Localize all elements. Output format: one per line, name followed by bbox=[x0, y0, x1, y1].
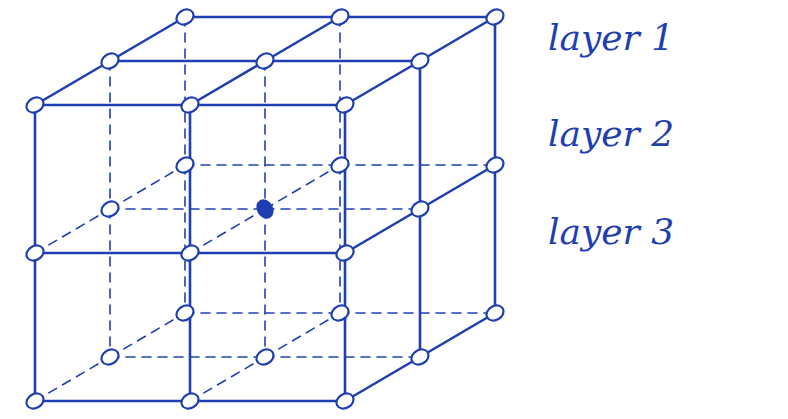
lattice-edge bbox=[190, 61, 265, 105]
hidden-lattice-edge bbox=[339, 165, 341, 313]
lattice-edge bbox=[419, 209, 422, 357]
lattice-atom bbox=[334, 390, 357, 411]
hidden-lattice-edge bbox=[110, 313, 185, 357]
lattice-edge bbox=[34, 253, 37, 401]
hidden-lattice-edge bbox=[265, 208, 420, 210]
hidden-lattice-edge bbox=[339, 17, 341, 165]
lattice-edge bbox=[110, 17, 185, 61]
layer-label: layer 2 bbox=[548, 114, 674, 154]
lattice-atom bbox=[179, 242, 202, 263]
lattice-edge bbox=[265, 17, 340, 61]
lattice-edge bbox=[494, 165, 497, 313]
hidden-lattice-edge bbox=[109, 209, 111, 357]
lattice-edge bbox=[420, 165, 495, 209]
lattice-edge bbox=[190, 400, 345, 403]
lattice-atom bbox=[329, 154, 352, 175]
lattice-atom bbox=[174, 154, 197, 175]
hidden-lattice-edge bbox=[35, 357, 110, 401]
lattice-atom bbox=[99, 198, 122, 219]
lattice-atom bbox=[24, 242, 47, 263]
lattice-atom bbox=[179, 390, 202, 411]
hidden-lattice-edge bbox=[265, 313, 340, 357]
hidden-lattice-edge bbox=[110, 356, 265, 358]
lattice-atom bbox=[174, 6, 197, 27]
lattice-edge bbox=[35, 400, 190, 403]
hidden-lattice-edge bbox=[264, 209, 266, 357]
hidden-lattice-edge bbox=[265, 165, 340, 209]
lattice-edge bbox=[344, 253, 347, 401]
hidden-lattice-edge bbox=[110, 208, 265, 210]
lattice-atom bbox=[254, 50, 277, 71]
hidden-lattice-edge bbox=[109, 61, 111, 209]
hidden-lattice-edge bbox=[264, 61, 266, 209]
layer-label: layer 1 bbox=[548, 18, 674, 58]
lattice-edge bbox=[190, 252, 345, 255]
lattice-atom bbox=[24, 390, 47, 411]
lattice-atom bbox=[24, 94, 47, 115]
lattice-edge bbox=[345, 357, 420, 401]
center-atom bbox=[254, 198, 275, 221]
lattice-atom bbox=[99, 346, 122, 367]
lattice-atom bbox=[329, 302, 352, 323]
hidden-lattice-edge bbox=[110, 165, 185, 209]
lattice-atom bbox=[179, 94, 202, 115]
lattice-atom bbox=[334, 242, 357, 263]
lattice-atom bbox=[484, 6, 507, 27]
lattice-edge bbox=[110, 60, 265, 63]
lattice-atom bbox=[99, 50, 122, 71]
lattice-edge bbox=[344, 105, 347, 253]
hidden-lattice-edge bbox=[190, 357, 265, 401]
lattice-edge bbox=[190, 104, 345, 107]
hidden-lattice-edge bbox=[35, 209, 110, 253]
lattice-edge bbox=[35, 104, 190, 107]
hidden-lattice-edge bbox=[184, 17, 186, 165]
lattice-edge bbox=[340, 16, 495, 19]
lattice-edge bbox=[345, 61, 420, 105]
lattice-atom bbox=[484, 154, 507, 175]
lattice-atom bbox=[409, 50, 432, 71]
lattice-edge bbox=[494, 17, 497, 165]
lattice-edge bbox=[345, 209, 420, 253]
lattice-atom bbox=[334, 94, 357, 115]
lattice-edge bbox=[185, 16, 340, 19]
lattice-atom bbox=[409, 346, 432, 367]
hidden-lattice-edge bbox=[340, 312, 495, 314]
lattice-edge bbox=[34, 105, 37, 253]
lattice-edge bbox=[419, 61, 422, 209]
lattice-atom bbox=[174, 302, 197, 323]
lattice-edge bbox=[189, 105, 192, 253]
lattice-atom bbox=[329, 6, 352, 27]
layer-label: layer 3 bbox=[548, 212, 674, 252]
lattice-atom bbox=[409, 198, 432, 219]
hidden-lattice-edge bbox=[185, 164, 340, 166]
hidden-lattice-edge bbox=[185, 312, 340, 314]
lattice-edge bbox=[35, 61, 110, 105]
lattice-edge bbox=[265, 60, 420, 63]
lattice-edge bbox=[189, 253, 192, 401]
lattice-edge bbox=[35, 252, 190, 255]
lattice-atom bbox=[484, 302, 507, 323]
hidden-lattice-edge bbox=[184, 165, 186, 313]
lattice-edge bbox=[420, 17, 495, 61]
hidden-lattice-edge bbox=[190, 209, 265, 253]
hidden-lattice-edge bbox=[265, 356, 420, 358]
hidden-lattice-edge bbox=[340, 164, 495, 166]
lattice-atom bbox=[254, 346, 277, 367]
lattice-edge bbox=[420, 313, 495, 357]
